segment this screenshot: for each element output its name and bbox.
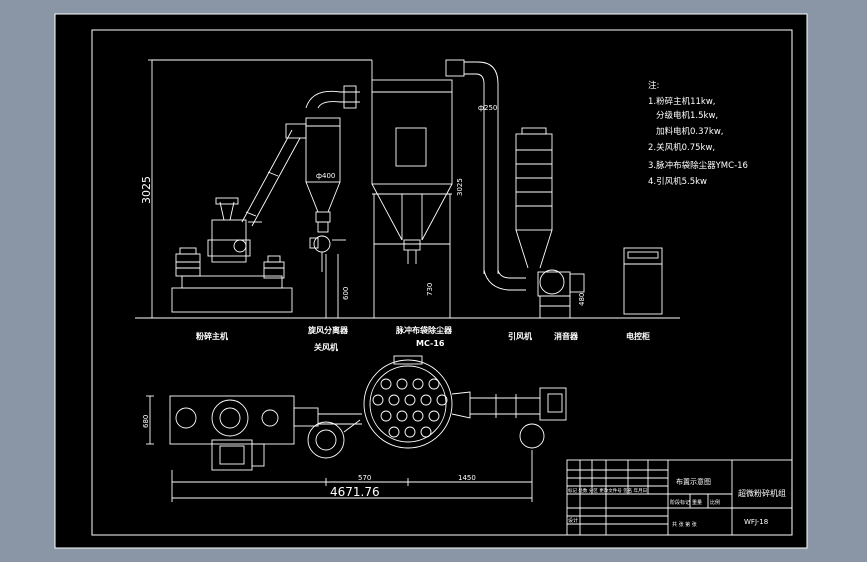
ratio-label: 比例: [710, 499, 720, 506]
drawing-number: WFJ-18: [744, 518, 768, 526]
drawing-title: 布置示意图: [676, 477, 711, 486]
note-line: 3.脉冲布袋除尘器YMC-16: [648, 160, 748, 171]
dim-cyclone-dia: ф400: [316, 172, 335, 180]
inner-frame: [91, 29, 793, 536]
label-control-cabinet: 电控柜: [626, 331, 650, 341]
induced-draft-fan: [537, 269, 585, 319]
label-crusher: 粉碎主机: [196, 331, 228, 341]
sheet-count: 共 张 第 张: [672, 521, 697, 528]
muffler: [515, 127, 553, 269]
plan-dimensions: [146, 395, 533, 502]
note-line: 4.引风机5.5kw: [648, 176, 707, 187]
dim-fan-leg: 480: [578, 293, 586, 306]
label-dust-model: MC-16: [416, 339, 445, 348]
title-block: [566, 459, 793, 536]
note-line: 分级电机1.5kw,: [656, 110, 718, 121]
note-line: 加料电机0.37kw,: [656, 126, 724, 137]
dim-overall: 4671.76: [330, 485, 380, 499]
note-line: 1.粉碎主机11kw,: [648, 96, 716, 107]
height-dimension: [148, 59, 372, 319]
notes-header: 注:: [648, 80, 659, 91]
label-cyclone: 旋风分离器: [307, 325, 349, 335]
stage-mark-label: 阶段标记: [670, 499, 690, 506]
outlet-duct: [445, 59, 526, 291]
designer-label: 设计: [568, 517, 578, 524]
revision-row-marks: 标记 处数 分区 更改文件号 签名 年月日: [568, 487, 647, 494]
product-name: 超微粉碎机组: [738, 488, 786, 498]
crusher-main-unit: [171, 197, 293, 313]
control-cabinet: [623, 247, 663, 315]
cyclone-separator: [305, 85, 360, 318]
plan-view: [169, 355, 567, 471]
label-dust-collector: 脉冲布袋除尘器: [395, 325, 453, 335]
paper-sheet: [54, 13, 808, 549]
notes-block: 注: 1.粉碎主机11kw, 分级电机1.5kw, 加料电机0.37kw, 2.…: [648, 80, 748, 187]
dim-plan-a: 570: [358, 474, 371, 482]
label-fan: 引风机: [508, 331, 532, 341]
dim-plan-width: 680: [142, 415, 150, 428]
dim-total-height: 3025: [140, 176, 153, 204]
note-line: 2.关风机0.75kw,: [648, 142, 715, 153]
dim-dust-leg: 730: [426, 283, 434, 296]
dim-dust-height: 3025: [456, 178, 464, 196]
weight-label: 重量: [692, 499, 702, 506]
label-rotary-valve: 关风机: [314, 342, 338, 352]
label-muffler: 消音器: [554, 331, 579, 341]
dust-collector: [371, 60, 453, 318]
dim-duct-dia: ф250: [478, 104, 497, 112]
dim-cyclone-leg: 600: [342, 287, 350, 300]
dim-plan-b: 1450: [458, 474, 476, 482]
